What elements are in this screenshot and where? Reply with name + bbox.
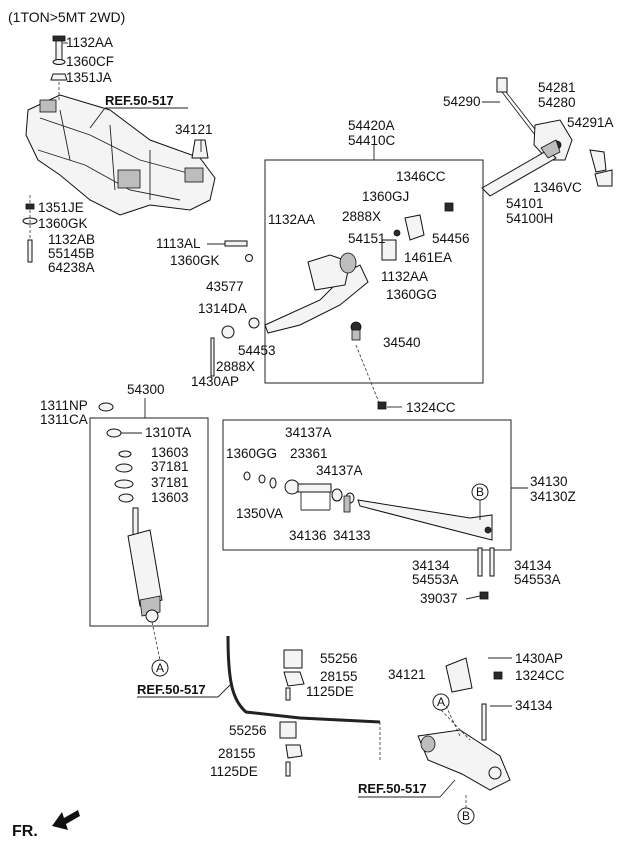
label-1310TA: 1310TA [145, 425, 191, 440]
label-54281: 54281 [538, 80, 576, 95]
label-23361: 23361 [290, 446, 328, 461]
label-55256-b: 55256 [229, 723, 267, 738]
label-1360GK-left: 1360GK [38, 216, 88, 231]
label-34137A-top: 34137A [285, 425, 332, 440]
label-43577: 43577 [206, 279, 244, 294]
label-1351JE: 1351JE [38, 200, 84, 215]
ref-50-517-crossmember[interactable]: REF.50-517 [105, 93, 174, 108]
label-1351JA: 1351JA [66, 70, 112, 85]
label-34134-lower: 34134 [515, 698, 553, 713]
label-34130Z: 34130Z [530, 489, 576, 504]
label-1311NP: 1311NP [40, 398, 88, 413]
label-54300: 54300 [127, 382, 165, 397]
ref-50-517-stabilizer[interactable]: REF.50-517 [137, 682, 206, 697]
label-1113AL: 1113AL [156, 236, 201, 251]
label-34121-top: 34121 [175, 122, 213, 137]
callout-a-shock-letter: A [156, 661, 164, 675]
front-direction-label: FR. [12, 823, 38, 840]
label-54290: 54290 [443, 94, 481, 109]
label-54291A: 54291A [567, 115, 614, 130]
label-54410C: 54410C [348, 133, 396, 148]
label-28155-b: 28155 [218, 746, 256, 761]
label-1360GG-box: 1360GG [226, 446, 277, 461]
variant-header: (1TON>5MT 2WD) [8, 9, 125, 25]
label-1314DA: 1314DA [198, 301, 247, 316]
label-54553A-right: 54553A [514, 572, 561, 587]
callout-a-lower-letter: A [437, 695, 445, 709]
ref-50-517-lower-arm[interactable]: REF.50-517 [358, 781, 427, 796]
label-1311CA: 1311CA [40, 412, 88, 427]
label-55145B: 55145B [48, 246, 95, 261]
callout-b-link-letter: B [476, 485, 484, 499]
link-group-box [222, 419, 512, 551]
label-34137A-mid: 34137A [316, 463, 363, 478]
lower-arm-drawing [417, 657, 511, 808]
upper-arm-drawing [221, 202, 454, 410]
label-1350VA: 1350VA [236, 506, 283, 521]
label-1430AP-mid: 1430AP [191, 374, 239, 389]
label-54280: 54280 [538, 95, 576, 110]
torsion-bar-drawing [481, 77, 613, 197]
label-1132AA-mid: 1132AA [268, 212, 315, 227]
label-13603-a: 13603 [151, 445, 189, 460]
label-55256-a: 55256 [320, 651, 358, 666]
shock-group-box [89, 417, 209, 627]
label-39037: 39037 [420, 591, 458, 606]
label-1360GJ: 1360GJ [362, 189, 409, 204]
label-54101: 54101 [506, 196, 544, 211]
label-54100H: 54100H [506, 211, 553, 226]
stabilizer-bar-drawing [226, 635, 381, 777]
label-54420A: 54420A [348, 118, 395, 133]
label-34134-left: 34134 [412, 558, 450, 573]
label-1360GG-right: 1360GG [386, 287, 437, 302]
label-1324CC-mid: 1324CC [406, 400, 456, 415]
label-54453: 54453 [238, 343, 276, 358]
label-2888X-upper: 2888X [342, 209, 381, 224]
callout-b-lower-letter: B [462, 809, 470, 823]
label-13603-b: 13603 [151, 490, 189, 505]
label-1360CF: 1360CF [66, 54, 114, 69]
label-34134-right: 34134 [514, 558, 552, 573]
label-1360GK-mid: 1360GK [170, 253, 220, 268]
label-1132AB: 1132AB [48, 232, 95, 247]
label-34130: 34130 [530, 474, 568, 489]
label-1125DE-a: 1125DE [306, 684, 354, 699]
label-1324CC-lower: 1324CC [515, 668, 565, 683]
label-1132AA-top: 1132AA [66, 35, 113, 50]
label-54151: 54151 [348, 231, 386, 246]
label-1430AP-lower: 1430AP [515, 651, 563, 666]
label-34136: 34136 [289, 528, 327, 543]
crossmember-drawing [22, 35, 216, 263]
callout-circle-a-shock [151, 659, 169, 677]
callout-circle-a-lower [432, 693, 450, 711]
label-37181-b: 37181 [151, 475, 189, 490]
label-34121-lower: 34121 [388, 667, 426, 682]
label-54456: 54456 [432, 231, 470, 246]
front-arrow-icon [52, 810, 80, 830]
label-1461EA: 1461EA [404, 250, 452, 265]
label-1132AA-right: 1132AA [381, 269, 428, 284]
label-2888X-lower: 2888X [216, 359, 255, 374]
label-54553A-left: 54553A [412, 572, 459, 587]
callout-circle-b-lower [457, 807, 475, 825]
label-1346VC: 1346VC [533, 180, 582, 195]
label-37181-a: 37181 [151, 459, 189, 474]
label-1346CC: 1346CC [396, 169, 446, 184]
label-34133: 34133 [333, 528, 371, 543]
tie-rod-drawing [243, 471, 493, 541]
label-64238A: 64238A [48, 260, 95, 275]
label-1125DE-b: 1125DE [210, 764, 258, 779]
label-34540: 34540 [383, 335, 421, 350]
label-28155-a: 28155 [320, 669, 358, 684]
